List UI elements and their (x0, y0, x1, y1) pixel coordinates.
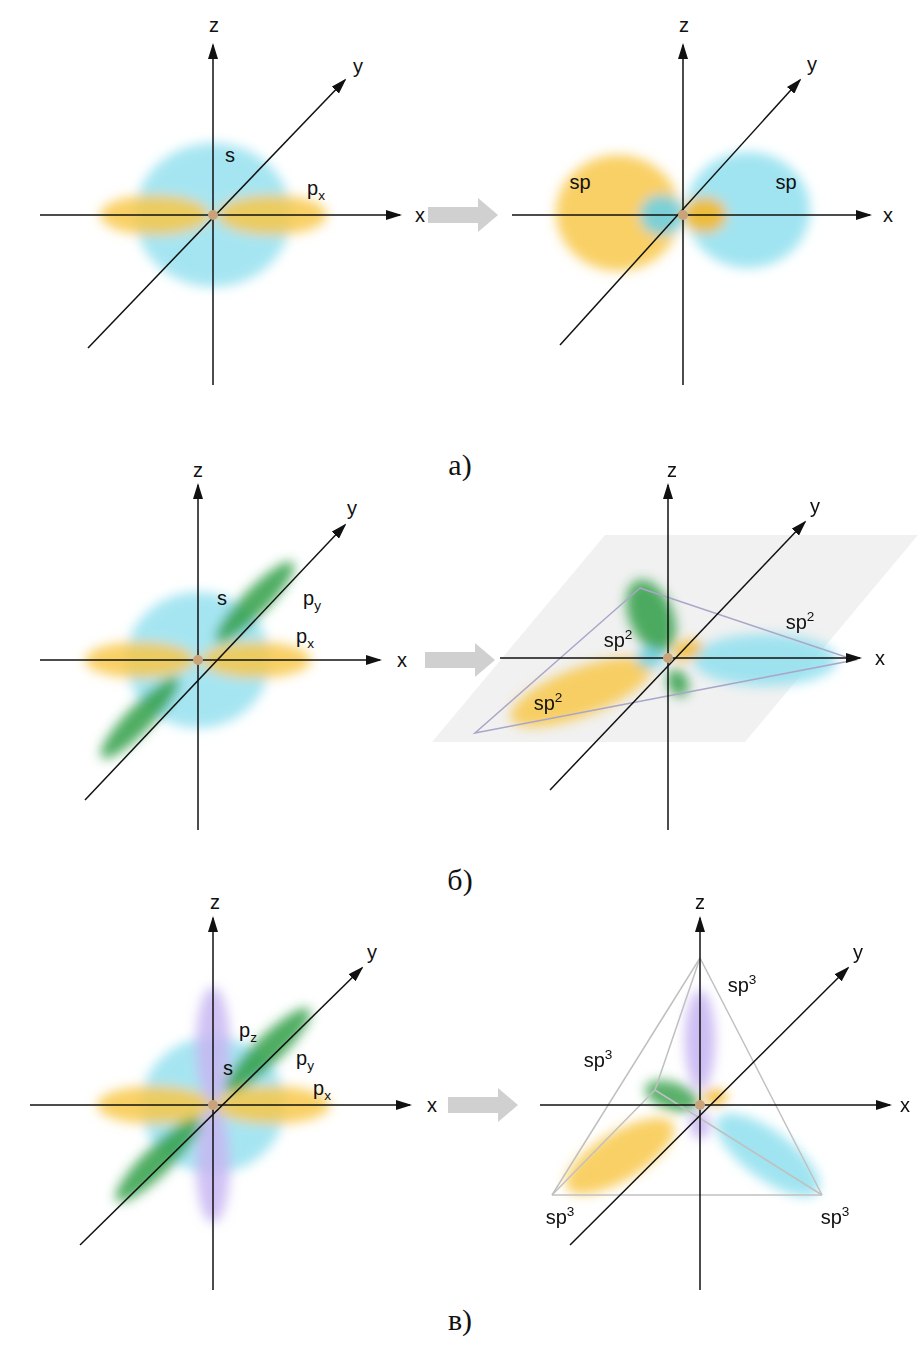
symbol-base: sp (546, 1206, 567, 1228)
symbol-base: p (296, 1047, 307, 1069)
superscript-index: 3 (567, 1204, 575, 1219)
axis-label: z (667, 460, 677, 480)
subscript-index: y (314, 598, 321, 613)
axis-label: y (353, 56, 363, 76)
transition-arrow (425, 643, 495, 677)
transition-arrow (428, 198, 498, 232)
axis-label: y (367, 942, 377, 962)
nucleus (663, 653, 673, 663)
axis-label: z (209, 15, 219, 35)
symbol-base: sp (604, 629, 625, 651)
orbital-label: sp3 (728, 975, 757, 995)
subscript-index: x (324, 1088, 331, 1103)
axis-label: x (397, 650, 407, 670)
orbital-label: px (313, 1078, 331, 1098)
axis-label: z (679, 15, 689, 35)
superscript-index: 2 (555, 690, 563, 705)
orbital-label: s (225, 145, 235, 165)
axis-label: z (695, 892, 705, 912)
symbol-base: p (303, 587, 314, 609)
axis-label: x (875, 648, 885, 668)
subscript-index: z (250, 1030, 257, 1045)
panel-caption: а) (448, 450, 471, 480)
orbital-label: sp2 (604, 630, 633, 650)
symbol-base: sp (534, 692, 555, 714)
orbital-plane (432, 535, 918, 742)
symbol-base: sp (728, 974, 749, 996)
nucleus (695, 1100, 705, 1110)
orbital-label: sp3 (546, 1207, 575, 1227)
symbol-base: p (296, 625, 307, 647)
symbol-base: p (239, 1019, 250, 1041)
orbital-label: sp (775, 172, 796, 192)
axis-label: x (427, 1095, 437, 1115)
superscript-index: 3 (605, 1047, 613, 1062)
axis-label: y (347, 498, 357, 518)
axis-label: z (210, 892, 220, 912)
symbol-base: sp (786, 611, 807, 633)
axis-label: x (415, 205, 425, 225)
superscript-index: 2 (807, 609, 815, 624)
axes-c-right (540, 918, 890, 1290)
axis-label: y (807, 54, 817, 74)
axes-a-left (40, 45, 400, 385)
symbol-base: p (307, 177, 318, 199)
subscript-index: y (307, 1058, 314, 1073)
subscript-index: x (307, 636, 314, 651)
orbital-label: sp (569, 172, 590, 192)
orbitals-c-right (555, 990, 833, 1211)
orbital-label: px (307, 178, 325, 198)
orbital-label: px (296, 626, 314, 646)
orbital-label: py (303, 588, 321, 608)
nucleus (678, 210, 688, 220)
orbital-label: sp2 (786, 612, 815, 632)
orbital-label: sp3 (821, 1207, 850, 1227)
panel-caption: в) (448, 1305, 472, 1335)
axis-label: y (810, 496, 820, 516)
superscript-index: 3 (749, 972, 757, 987)
axis-label: x (883, 205, 893, 225)
orbital-triangle (475, 588, 855, 733)
tetrahedron (552, 958, 822, 1195)
symbol-base: sp (584, 1049, 605, 1071)
axes-c-left (30, 918, 410, 1290)
axes-b-left (40, 485, 380, 830)
superscript-index: 3 (842, 1204, 850, 1219)
orbital-label: s (217, 588, 227, 608)
subscript-index: x (318, 188, 325, 203)
orbital-label: s (223, 1058, 233, 1078)
panel-caption: б) (447, 865, 472, 895)
nucleus (208, 210, 218, 220)
superscript-index: 2 (625, 627, 633, 642)
orbital-label: sp2 (534, 693, 563, 713)
axis-label: x (900, 1095, 910, 1115)
nucleus (208, 1100, 218, 1110)
axes-a-right (512, 45, 870, 385)
axes-b-right (500, 485, 860, 830)
axis-label: y (853, 942, 863, 962)
transition-arrow (448, 1088, 518, 1122)
orbital-label: pz (239, 1020, 257, 1040)
symbol-base: sp (821, 1206, 842, 1228)
symbol-base: p (313, 1077, 324, 1099)
nucleus (193, 655, 203, 665)
orbital-label: sp3 (584, 1050, 613, 1070)
axis-label: z (193, 460, 203, 480)
orbital-label: py (296, 1048, 314, 1068)
